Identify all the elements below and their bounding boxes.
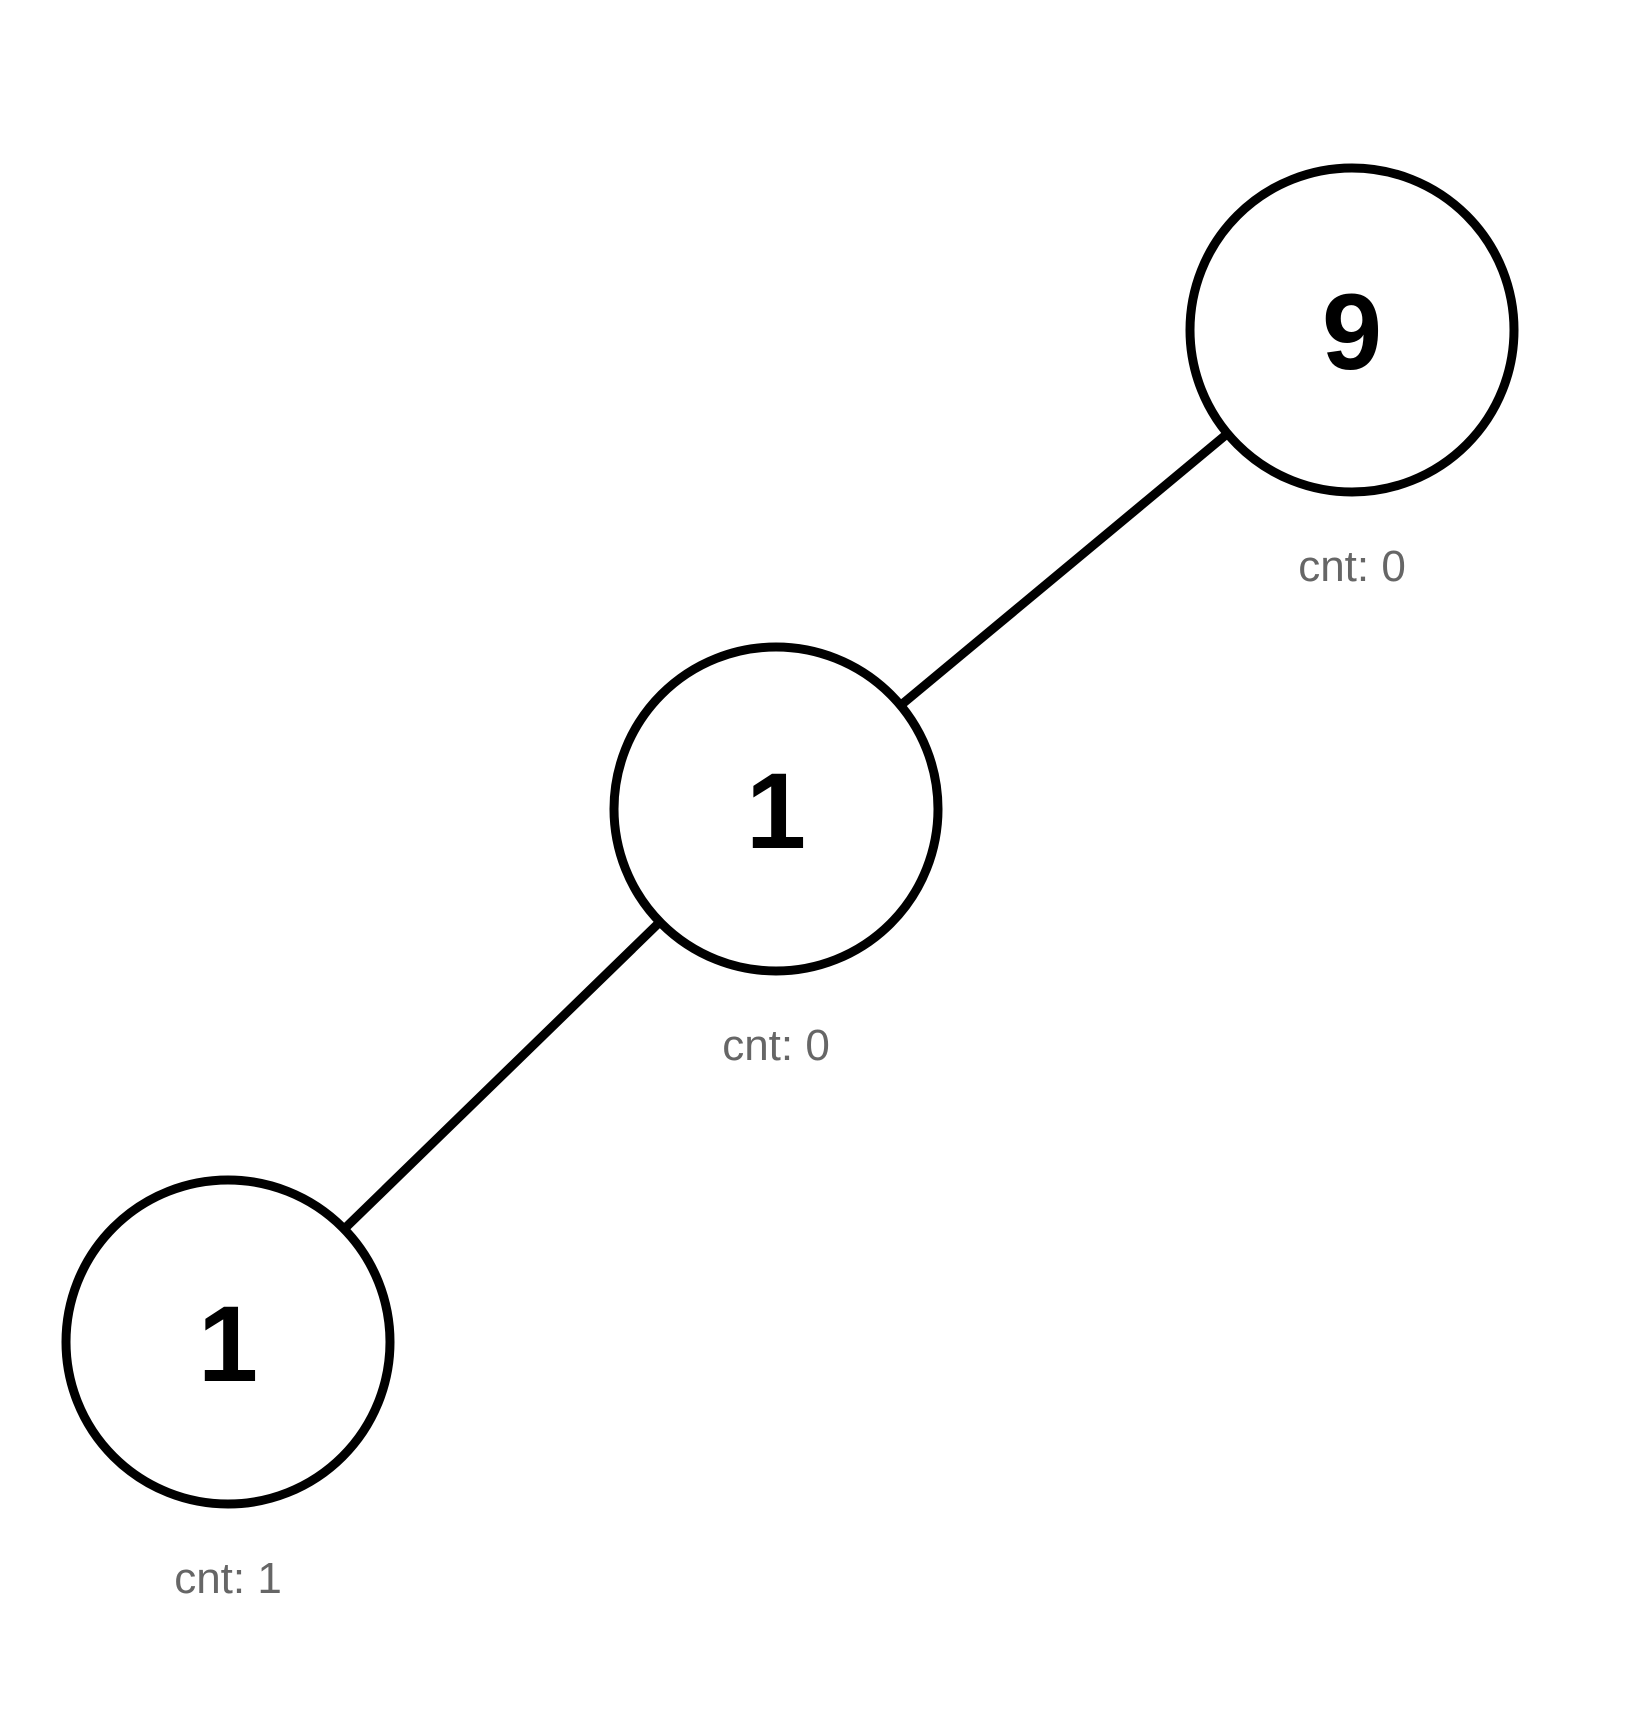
tree-node-root: 9 cnt: 0 (1185, 163, 1519, 591)
node-value: 1 (746, 750, 806, 871)
node-circle (61, 1175, 395, 1509)
node-value: 1 (198, 1283, 258, 1404)
node-cnt-label: cnt: 0 (1298, 542, 1406, 591)
node-circle (609, 642, 943, 976)
tree-node-middle: 1 cnt: 0 (609, 642, 943, 1070)
nodes-layer: 9 cnt: 0 1 cnt: 0 1 cnt: 1 (61, 163, 1519, 1603)
node-value: 9 (1322, 271, 1382, 392)
tree-node-leaf: 1 cnt: 1 (61, 1175, 395, 1603)
edges-layer (340, 430, 1231, 1233)
node-cnt-label: cnt: 1 (174, 1554, 282, 1603)
edge-root-to-middle (897, 430, 1231, 709)
edge-middle-to-leaf (340, 918, 664, 1233)
node-cnt-label: cnt: 0 (722, 1021, 830, 1070)
node-circle (1185, 163, 1519, 497)
